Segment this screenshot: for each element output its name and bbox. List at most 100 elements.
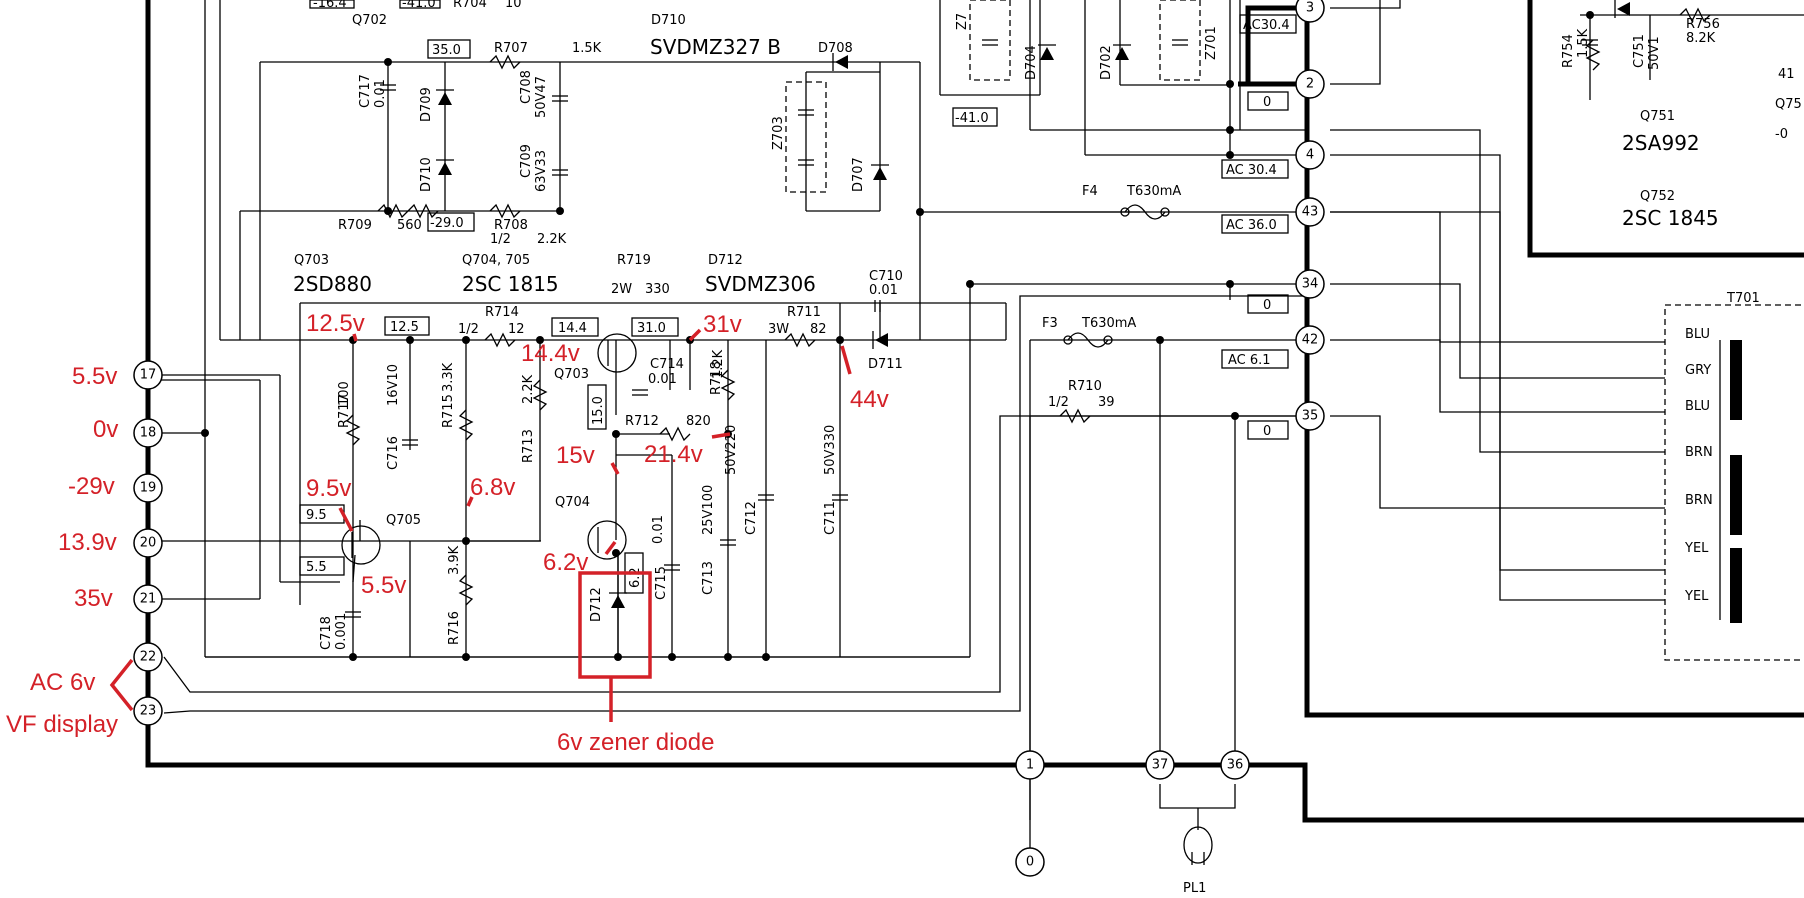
label-top-stub: 10 bbox=[505, 0, 522, 11]
box-41-top: -41.0 bbox=[402, 0, 436, 11]
label-q702: Q702 bbox=[352, 13, 387, 28]
label-c715-val: 0.01 bbox=[651, 515, 666, 544]
label-d712: D712 bbox=[589, 587, 604, 622]
box-zero-34: 0 bbox=[1263, 298, 1271, 313]
label-r710-val: 39 bbox=[1098, 395, 1115, 410]
label-c717: C717 bbox=[358, 74, 373, 108]
label-c709-val: 63V33 bbox=[534, 150, 549, 192]
regulator-wiring bbox=[147, 0, 1305, 714]
label-r714: R714 bbox=[485, 305, 519, 320]
box-ac36: AC 36.0 bbox=[1226, 218, 1277, 233]
transistor-symbols bbox=[341, 333, 637, 565]
zener-highlight-box bbox=[578, 571, 652, 679]
label-c716-val: 16V10 bbox=[386, 364, 401, 406]
label-d710-ref: D710 bbox=[651, 13, 686, 28]
label-d707: D707 bbox=[851, 157, 866, 192]
label-c715: C715 bbox=[654, 566, 669, 600]
label-c708: C708 bbox=[519, 70, 534, 104]
pin-43: 43 bbox=[1302, 205, 1319, 220]
right-connector-pins: 3 2 4 43 34 42 35 bbox=[1295, 0, 1325, 431]
label-q704: Q704 bbox=[555, 495, 590, 510]
box-ac6: AC 6.1 bbox=[1228, 353, 1271, 368]
label-r709: R709 bbox=[338, 218, 372, 233]
label-q752-part: 2SC 1845 bbox=[1622, 206, 1719, 230]
right-wiring bbox=[939, 0, 1804, 820]
box-zero-35: 0 bbox=[1263, 424, 1271, 439]
label-c751-val: 50V1 bbox=[1647, 36, 1662, 70]
pin-42: 42 bbox=[1302, 333, 1319, 348]
note-pin20: 13.9v bbox=[58, 529, 117, 556]
label-c710-val: 0.01 bbox=[869, 283, 898, 298]
label-d711: D711 bbox=[868, 357, 903, 372]
label-r713: R713 bbox=[521, 429, 536, 463]
note-pin18: 0v bbox=[93, 416, 118, 443]
tap-brn-2: BRN bbox=[1685, 493, 1713, 508]
label-z703: Z703 bbox=[771, 116, 786, 150]
label-r710-w: 1/2 bbox=[1048, 395, 1069, 410]
diode-symbols bbox=[436, 0, 1630, 608]
pin-17: 17 bbox=[140, 368, 157, 383]
tap-yel-2: YEL bbox=[1684, 589, 1709, 604]
note-d711: 44v bbox=[850, 386, 889, 413]
box-9-5: 9.5 bbox=[306, 508, 327, 523]
label-r708-w: 1/2 bbox=[490, 232, 511, 247]
label-stub-q75: Q75 bbox=[1775, 97, 1802, 112]
label-d712-part: SVDMZ306 bbox=[705, 272, 816, 296]
box-16-4: -16.4 bbox=[313, 0, 347, 11]
pin-2: 2 bbox=[1306, 77, 1314, 92]
label-z7: Z7 bbox=[955, 13, 970, 30]
label-r712: R712 bbox=[625, 414, 659, 429]
box-29: -29.0 bbox=[430, 216, 464, 231]
label-r716: R716 bbox=[447, 611, 462, 645]
pin-18: 18 bbox=[140, 426, 157, 441]
pin-23: 23 bbox=[140, 704, 157, 719]
label-d704: D704 bbox=[1024, 45, 1039, 80]
label-stub-41: 41 bbox=[1778, 67, 1795, 82]
label-c709: C709 bbox=[519, 144, 534, 178]
label-c714-val: 0.01 bbox=[648, 372, 677, 387]
label-c712: C712 bbox=[744, 501, 759, 535]
bottom-connector-pins: 1 37 36 0 PL1 bbox=[1015, 750, 1250, 896]
label-r719-w: 2W bbox=[611, 282, 632, 297]
label-c713: C713 bbox=[701, 561, 716, 595]
box-ac30-a: AC30.4 bbox=[1243, 18, 1290, 33]
label-r754-val: 1.5K bbox=[1576, 28, 1591, 58]
label-z701: Z701 bbox=[1204, 26, 1219, 60]
pin-34: 34 bbox=[1302, 277, 1319, 292]
label-c711-val: 50V330 bbox=[823, 425, 838, 475]
label-r710: R710 bbox=[1068, 379, 1102, 394]
label-f3: F3 bbox=[1042, 316, 1058, 331]
note-r712-node: 21.4v bbox=[644, 441, 703, 468]
label-c708-val: 50V47 bbox=[534, 76, 549, 118]
box-ac30-b: AC 30.4 bbox=[1226, 163, 1277, 178]
note-ac6: AC 6v bbox=[30, 669, 95, 696]
label-q705: Q705 bbox=[386, 513, 421, 528]
label-f3-val: T630mA bbox=[1081, 316, 1136, 331]
label-c713-val: 25V100 bbox=[701, 485, 716, 535]
label-q703-ref: Q703 bbox=[294, 253, 329, 268]
label-q751-ref: Q751 bbox=[1640, 109, 1675, 124]
label-r714-w: 1/2 bbox=[458, 322, 479, 337]
ground-pin: 0 bbox=[1026, 855, 1034, 870]
pin-1: 1 bbox=[1026, 758, 1034, 773]
box-15: 15.0 bbox=[591, 396, 606, 425]
label-r715: R715 bbox=[441, 394, 456, 428]
label-d702: D702 bbox=[1099, 45, 1114, 80]
label-f4: F4 bbox=[1082, 184, 1098, 199]
fuse-symbols bbox=[1063, 204, 1170, 348]
label-r704: R704 bbox=[453, 0, 487, 11]
label-r711-w: 3W bbox=[768, 322, 789, 337]
note-pin19: -29v bbox=[68, 473, 115, 500]
note-q704-collector: 15v bbox=[556, 442, 595, 469]
label-d710-part: SVDMZ327 B bbox=[650, 35, 781, 59]
label-q751-part: 2SA992 bbox=[1622, 131, 1700, 155]
capacitor-symbols bbox=[345, 39, 1598, 618]
note-zener: 6v zener diode bbox=[557, 729, 714, 756]
label-r719-val: 330 bbox=[645, 282, 670, 297]
label-c712-val: 50V220 bbox=[724, 425, 739, 475]
boxed-voltages: 35.0 -29.0 12.5 14.4 31.0 15.0 9.5 5.5 6… bbox=[299, 0, 1297, 594]
bottom-wiring bbox=[1029, 765, 1236, 865]
label-c751: C751 bbox=[1632, 34, 1647, 68]
label-d708: D708 bbox=[818, 41, 853, 56]
label-c711: C711 bbox=[823, 501, 838, 535]
